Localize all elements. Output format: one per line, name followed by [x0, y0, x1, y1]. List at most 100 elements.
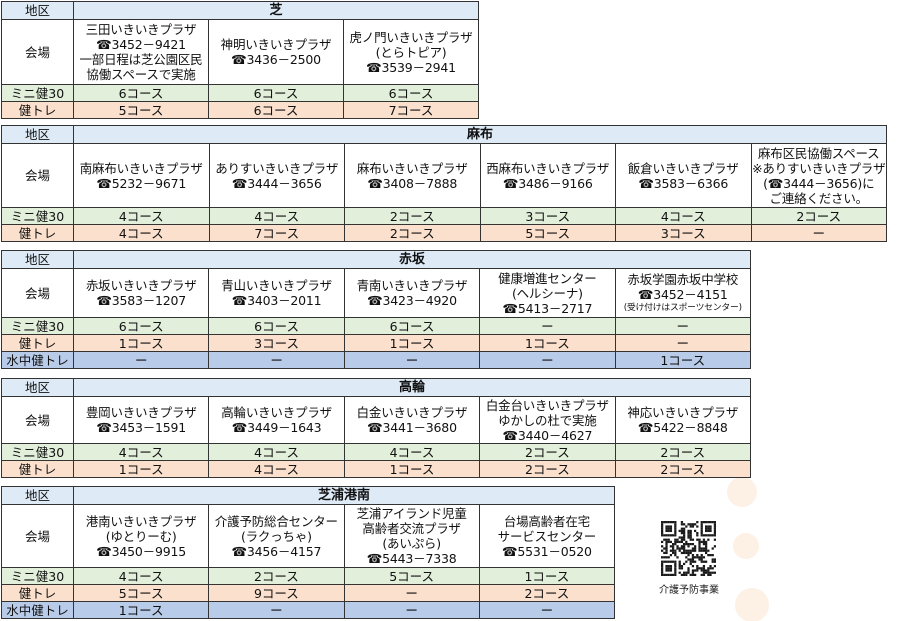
venue-line: 高輪いきいきプラザ — [221, 405, 332, 420]
venue-line: ☎3450－9915 — [96, 543, 186, 559]
venue-line: 芝浦アイランド児童 — [356, 506, 467, 521]
venue-cell: 虎ノ門いきいきプラザ(とらトピア)☎3539－2941 — [343, 19, 479, 85]
venue-line: ☎3453－1591 — [96, 420, 187, 435]
venue-line: 港南いきいきプラザ — [85, 513, 197, 529]
course-count-cell: 4コース — [72, 567, 210, 585]
venue-line: (ヘルシーナ) — [511, 285, 583, 301]
mini30-label: ミニ健30 — [1, 84, 74, 102]
course-count-cell: 6コース — [343, 317, 481, 335]
venue-line: 高齢者交流プラザ — [362, 521, 461, 536]
venue-cell: 麻布区民協働スペース※ありすいきいきプラザ(☎3444－3656)にご連絡くださ… — [750, 143, 887, 208]
venue-cell: 芝浦アイランド児童高齢者交流プラザ(あいぷら)☎5443－7338 — [343, 504, 480, 568]
kentore-label: 健トレ — [1, 584, 74, 602]
venue-line: 虎ノ門いきいきプラザ — [349, 29, 473, 45]
venue-cell: 青山いきいきプラザ☎3403－2011 — [208, 268, 345, 318]
decorative-circle — [727, 477, 757, 507]
venue-label: 会場 — [1, 396, 74, 444]
course-count-cell: 2コース — [208, 567, 345, 585]
venue-cell: 南麻布いきいきプラザ☎5232－9671 — [73, 143, 210, 208]
venue-cell: 豊岡いきいきプラザ☎3453－1591 — [72, 396, 210, 444]
district-label: 地区 — [1, 486, 74, 505]
venue-line: 麻布区民協働スペース — [757, 145, 880, 161]
course-count-cell: 5コース — [72, 584, 210, 602]
venue-cell: 港南いきいきプラザ(ゆとりーむ)☎3450－9915 — [72, 504, 210, 568]
venue-line: ありすいきいきプラザ — [215, 160, 339, 176]
district-label: 地区 — [1, 1, 74, 20]
venue-line: 豊岡いきいきプラザ — [85, 405, 197, 420]
course-count-cell: 1コース — [343, 334, 481, 352]
venue-line: 三田いきいきプラザ — [85, 22, 197, 37]
qr-code-icon — [661, 521, 716, 576]
venue-cell: 白金いきいきプラザ☎3441－3680 — [343, 396, 481, 444]
venue-line: ゆかしの杜で実施 — [498, 412, 597, 428]
venue-cell: 神明いきいきプラザ☎3436－2500 — [208, 19, 344, 85]
course-count-cell: ー — [208, 601, 345, 619]
district-header-row: 地区赤坂 — [1, 250, 751, 269]
venue-cell: 麻布いきいきプラザ☎3408－7888 — [344, 143, 481, 208]
venue-line: ご連絡ください。 — [769, 190, 869, 206]
suichu-label: 水中健トレ — [1, 601, 74, 619]
course-count-cell: 2コース — [614, 443, 752, 461]
mini30-label: ミニ健30 — [1, 567, 74, 585]
course-count-cell: 5コース — [73, 101, 209, 119]
course-count-cell: 7コース — [343, 101, 479, 119]
venue-cell: 赤坂いきいきプラザ☎3583－1207 — [72, 268, 210, 318]
course-count-cell: ー — [479, 317, 616, 335]
kentore-label: 健トレ — [1, 460, 74, 478]
venue-line: ☎3444－3656 — [231, 175, 322, 191]
district-name: 高輪 — [73, 378, 751, 397]
venue-line: サービスセンター — [497, 528, 597, 544]
course-count-cell: 4コース — [73, 224, 210, 242]
district-name: 麻布 — [73, 125, 887, 144]
course-count-cell: 6コース — [208, 84, 344, 102]
district-label: 地区 — [1, 378, 74, 397]
district-name: 赤坂 — [73, 250, 751, 269]
kentore-label: 健トレ — [1, 224, 74, 242]
venue-cell: 西麻布いきいきプラザ☎3486－9166 — [479, 143, 616, 208]
venue-line: 一部日程は芝公園区民 — [79, 52, 203, 67]
venue-line: ☎3456－4157 — [231, 543, 322, 559]
venue-cell: 白金台いきいきプラザゆかしの杜で実施☎3440－4627 — [479, 396, 616, 444]
venue-cell: 青南いきいきプラザ☎3423－4920 — [343, 268, 481, 318]
venue-cell: 介護予防総合センター(ラクっちゃ)☎3456－4157 — [208, 504, 345, 568]
venue-line: 台場高齢者在宅 — [503, 513, 590, 529]
course-count-cell: 6コース — [208, 101, 344, 119]
venue-line: (あいぷら) — [382, 536, 441, 551]
venue-line: ☎5531－0520 — [502, 543, 592, 559]
venue-line: ☎5232－9671 — [96, 175, 187, 191]
course-count-cell: ー — [208, 351, 345, 369]
district-header-row: 地区高輪 — [1, 378, 751, 397]
venue-cell: 神応いきいきプラザ☎5422－8848 — [614, 396, 752, 444]
venue-line: ☎3440－4627 — [502, 427, 593, 443]
course-count-cell: ー — [343, 351, 481, 369]
decorative-circle — [735, 588, 769, 621]
course-count-cell: 6コース — [208, 317, 345, 335]
course-count-cell: 3コース — [615, 224, 752, 242]
course-count-cell: 2コース — [479, 443, 616, 461]
venue-line: 協働スペースで実施 — [86, 67, 196, 82]
decorative-circles — [727, 477, 769, 621]
course-count-cell: 1コース — [478, 567, 616, 585]
course-count-cell: 7コース — [208, 224, 345, 242]
venue-line: 青山いきいきプラザ — [221, 278, 332, 293]
venue-line: (☎3444－3656)に — [763, 175, 875, 191]
course-count-cell: 4コース — [343, 443, 481, 461]
district-header-row: 地区芝 — [1, 1, 479, 20]
venue-line: ☎3486－9166 — [502, 175, 593, 191]
district-header-row: 地区芝浦港南 — [1, 486, 615, 505]
district-label: 地区 — [1, 250, 74, 269]
